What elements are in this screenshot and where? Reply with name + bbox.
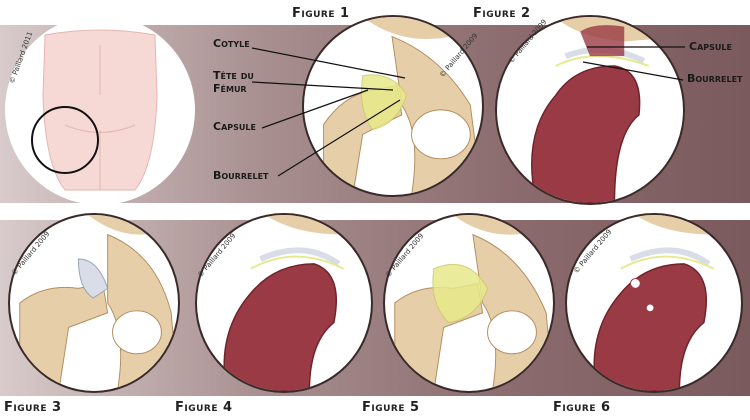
figure-3-circle (8, 213, 180, 393)
label-femur: Fémur (213, 82, 247, 95)
label-tete-du: Tête du (213, 69, 254, 82)
figure-4-illustration (223, 215, 371, 391)
label-capsule-right: Capsule (689, 40, 732, 53)
figure-6-label: Figure 6 (553, 400, 611, 415)
label-bourrelet-right: Bourrelet (687, 72, 743, 85)
body-overview-circle (5, 15, 195, 205)
figure-4-label: Figure 4 (175, 400, 233, 415)
figure-2-illustration (531, 17, 683, 203)
hip-highlight-ring (31, 106, 99, 174)
figure-5-label: Figure 5 (362, 400, 420, 415)
figure-2-label: Figure 2 (473, 6, 531, 21)
figure-1-circle (302, 15, 484, 197)
label-cotyle: Cotyle (213, 37, 250, 50)
figure-3-illustration (19, 215, 178, 391)
label-bourrelet-left: Bourrelet (213, 169, 269, 182)
figure-5-illustration (394, 215, 553, 391)
label-capsule-left: Capsule (213, 120, 256, 133)
figure-4-circle (195, 213, 373, 393)
figure-5-circle (383, 213, 555, 393)
figure-6-illustration (593, 215, 741, 391)
figure-3-label: Figure 3 (4, 400, 62, 415)
figure-1-label: Figure 1 (292, 6, 350, 21)
figure-1-illustration (323, 17, 482, 195)
figure-6-circle (565, 213, 743, 393)
body-overview-illustration (31, 29, 158, 191)
